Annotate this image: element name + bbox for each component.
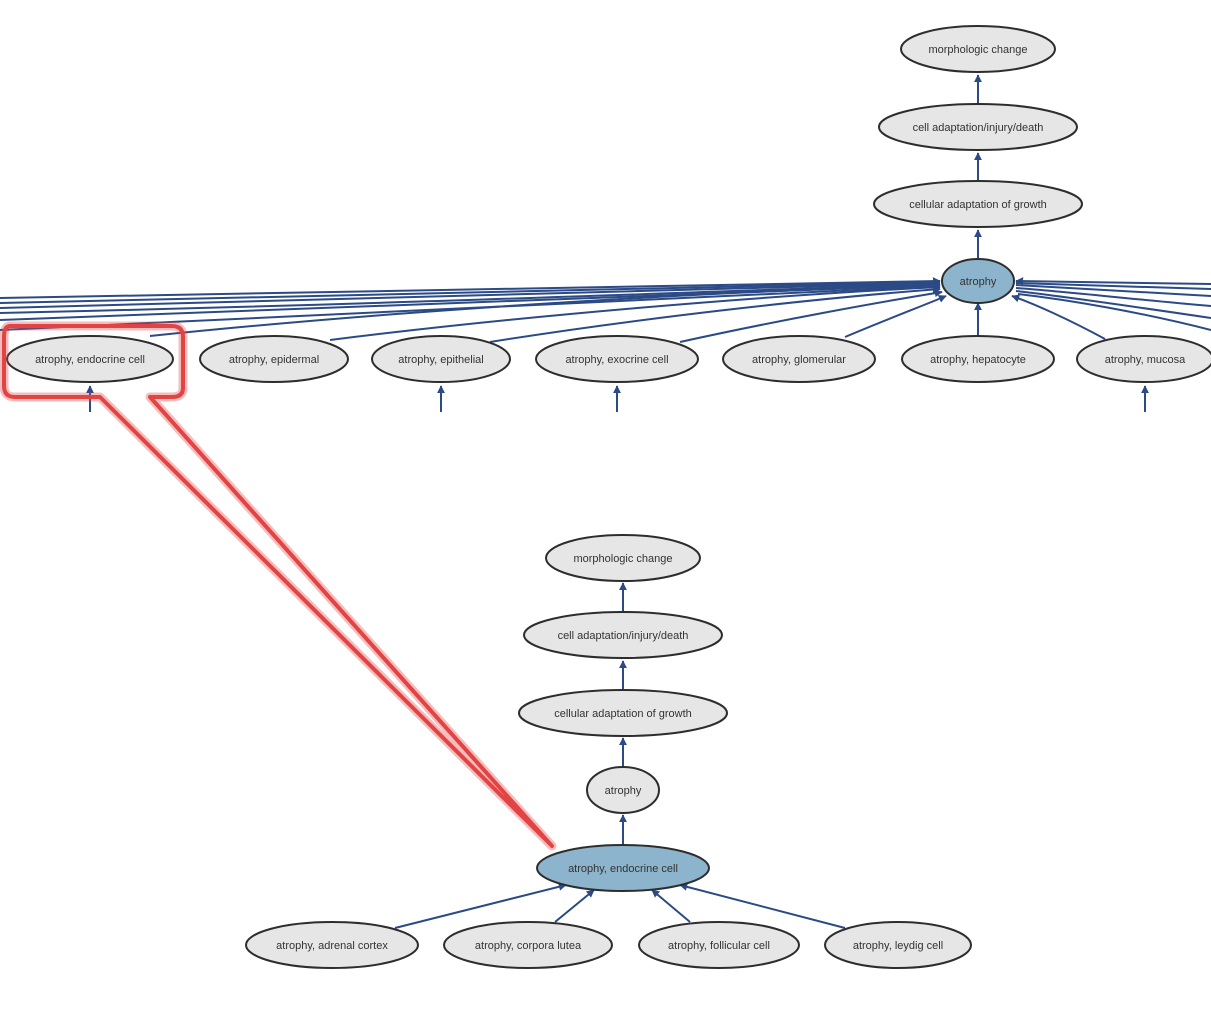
- callout-border: [2, 324, 554, 848]
- edge-exocrine-to-atrophy: [679, 289, 943, 343]
- bottom-node-atrophy[interactable]: atrophy: [586, 766, 660, 814]
- top-node-child-epithelial[interactable]: atrophy, epithelial: [371, 335, 511, 383]
- bottom-node-endocrine-cell-selected[interactable]: atrophy, endocrine cell: [536, 844, 710, 892]
- edge-adrenal-to-endocrine: [394, 882, 567, 929]
- node-label: atrophy, glomerular: [752, 354, 846, 366]
- edge-corpora-to-endocrine: [554, 889, 595, 923]
- bottom-node-child-adrenal-cortex[interactable]: atrophy, adrenal cortex: [245, 921, 419, 969]
- bottom-node-cellular-adaptation-growth[interactable]: cellular adaptation of growth: [518, 689, 728, 737]
- node-label: atrophy: [605, 785, 642, 797]
- node-label: atrophy, endocrine cell: [568, 863, 678, 875]
- node-label: atrophy, hepatocyte: [930, 354, 1026, 366]
- top-node-child-glomerular[interactable]: atrophy, glomerular: [722, 335, 876, 383]
- top-node-child-endocrine-cell[interactable]: atrophy, endocrine cell: [6, 335, 174, 383]
- top-node-child-exocrine-cell[interactable]: atrophy, exocrine cell: [535, 335, 699, 383]
- edge-offscreen-left-2: [0, 281, 941, 304]
- node-label: cell adaptation/injury/death: [913, 122, 1044, 134]
- node-label: cell adaptation/injury/death: [558, 630, 689, 642]
- bottom-node-morphologic-change[interactable]: morphologic change: [545, 534, 701, 582]
- node-label: morphologic change: [928, 44, 1027, 56]
- node-label: atrophy, leydig cell: [853, 940, 943, 952]
- node-label: atrophy, corpora lutea: [475, 940, 582, 952]
- zoom-callout: [0, 321, 557, 851]
- edge-offscreen-left-3: [0, 282, 941, 309]
- edge-offscreen-left-1: [0, 277, 941, 299]
- top-node-child-mucosa[interactable]: atrophy, mucosa: [1076, 335, 1211, 383]
- node-label: atrophy, follicular cell: [668, 940, 770, 952]
- edge-epidermal-to-atrophy: [329, 283, 941, 341]
- edge-offscreen-left-6: [0, 285, 941, 331]
- top-graph-nodes: morphologic change cell adaptation/injur…: [6, 25, 1211, 383]
- edge-offscreen-right-6: [1017, 293, 1211, 331]
- bottom-node-cell-adaptation[interactable]: cell adaptation/injury/death: [523, 611, 723, 659]
- edge-offscreen-right-5: [1015, 290, 1211, 319]
- bottom-graph-nodes: morphologic change cell adaptation/injur…: [245, 534, 972, 969]
- node-label: atrophy, endocrine cell: [35, 354, 145, 366]
- callout-outline: [0, 321, 557, 851]
- edge-offscreen-left-4: [0, 283, 941, 314]
- top-node-cell-adaptation[interactable]: cell adaptation/injury/death: [878, 103, 1078, 151]
- edge-offscreen-right-2: [1015, 282, 1211, 290]
- node-label: morphologic change: [573, 553, 672, 565]
- edge-follicular-to-endocrine: [651, 889, 691, 923]
- node-label: atrophy, exocrine cell: [565, 354, 668, 366]
- edge-offscreen-right-1: [1015, 277, 1211, 286]
- bottom-graph-edges: [394, 582, 846, 929]
- node-label: atrophy, adrenal cortex: [276, 940, 388, 952]
- edge-offscreen-right-4: [1015, 287, 1211, 307]
- node-label: atrophy: [960, 276, 997, 288]
- top-node-child-hepatocyte[interactable]: atrophy, hepatocyte: [901, 335, 1055, 383]
- node-label: atrophy, epithelial: [398, 354, 483, 366]
- bottom-node-child-corpora-lutea[interactable]: atrophy, corpora lutea: [443, 921, 613, 969]
- node-label: cellular adaptation of growth: [554, 708, 692, 720]
- top-graph-edges: [0, 74, 1211, 412]
- edge-offscreen-right-3: [1015, 284, 1211, 297]
- top-node-child-epidermal[interactable]: atrophy, epidermal: [199, 335, 349, 383]
- top-node-cellular-adaptation-growth[interactable]: cellular adaptation of growth: [873, 180, 1083, 228]
- node-label: cellular adaptation of growth: [909, 199, 1047, 211]
- node-label: atrophy, epidermal: [229, 354, 319, 366]
- edge-glomerular-to-atrophy: [844, 295, 947, 338]
- edge-mucosa-to-atrophy: [1011, 294, 1106, 340]
- bottom-node-child-leydig-cell[interactable]: atrophy, leydig cell: [824, 921, 972, 969]
- bottom-node-child-follicular-cell[interactable]: atrophy, follicular cell: [638, 921, 800, 969]
- top-node-atrophy-selected[interactable]: atrophy: [941, 258, 1015, 304]
- edge-leydig-to-endocrine: [679, 882, 846, 929]
- edge-epithelial-to-atrophy: [489, 285, 941, 343]
- node-label: atrophy, mucosa: [1105, 354, 1186, 366]
- top-node-morphologic-change[interactable]: morphologic change: [900, 25, 1056, 73]
